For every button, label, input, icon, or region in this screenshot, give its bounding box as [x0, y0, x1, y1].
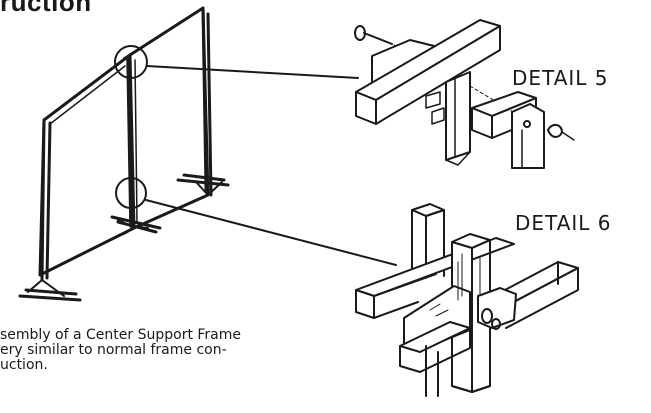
section-heading: ruction — [0, 0, 92, 17]
caption: sembly of a Center Support Frame ery sim… — [0, 328, 320, 373]
detail-5-label: DETAIL 5 — [512, 66, 609, 90]
lower-joint-circle — [115, 177, 147, 209]
detail-5-drawing — [354, 19, 575, 169]
detail-6-drawing — [355, 203, 579, 397]
detail-6-label: DETAIL 6 — [515, 211, 612, 235]
leader-line-detail-6 — [145, 199, 397, 266]
upper-joint-circle — [114, 45, 148, 79]
leader-line-detail-5 — [146, 65, 359, 79]
caption-line-3: uction. — [0, 357, 48, 373]
caption-line-1: sembly of a Center Support Frame — [0, 327, 242, 343]
caption-line-2: ery similar to normal frame con- — [0, 342, 227, 358]
full-frame-drawing — [18, 6, 397, 302]
